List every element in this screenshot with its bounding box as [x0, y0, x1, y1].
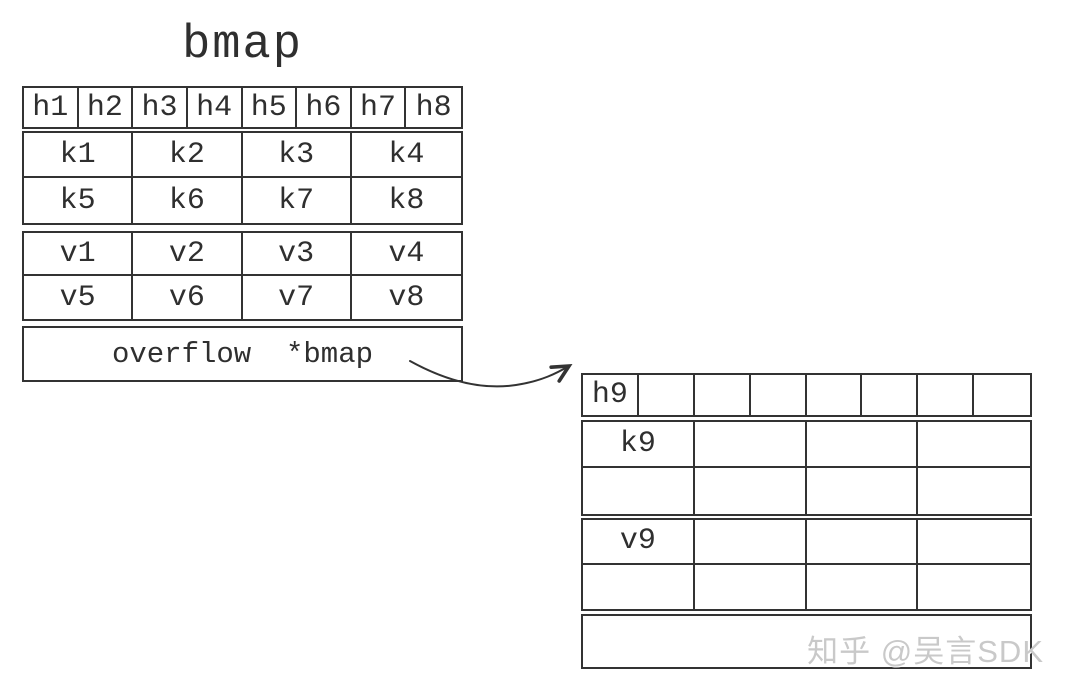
zhihu-watermark: 知乎 @吴言SDK: [807, 634, 1044, 669]
value-cell: [807, 564, 919, 609]
left-values-block: v1 v2 v3 v4 v5 v6 v7 v8: [22, 231, 463, 321]
key-cell: k6: [133, 178, 243, 223]
overflow-bucket-table: h9 k9 v9: [581, 373, 1032, 669]
value-cell: v3: [242, 233, 352, 276]
key-cell: k5: [24, 178, 134, 223]
left-tophash-row: h1 h2 h3 h4 h5 h6 h7 h8: [22, 86, 463, 129]
key-cell: [695, 468, 807, 514]
tophash-cell: h3: [133, 88, 188, 127]
left-bucket-table: h1 h2 h3 h4 h5 h6 h7 h8 k1 k2 k3 k4 k5 k…: [22, 86, 463, 382]
value-cell: v5: [24, 276, 134, 319]
tophash-cell: [807, 375, 863, 415]
value-cell: v1: [24, 233, 134, 276]
overflow-values-block: v9: [581, 518, 1032, 611]
tophash-cell: h7: [352, 88, 407, 127]
key-cell: [807, 468, 919, 514]
tophash-cell: [862, 375, 919, 415]
value-cell: v2: [133, 233, 243, 276]
key-cell: [694, 422, 807, 468]
value-cell: [918, 565, 1030, 610]
tophash-cell: [918, 375, 975, 415]
value-cell: [695, 564, 807, 609]
key-cell: k1: [24, 133, 134, 178]
key-cell: k8: [388, 183, 425, 218]
key-cell: [806, 422, 919, 468]
tophash-cell: h5: [243, 88, 298, 127]
value-cell: v6: [133, 276, 243, 319]
left-keys-block: k1 k2 k3 k4 k5 k6 k7 k8: [22, 131, 463, 225]
value-cell: [583, 564, 695, 609]
key-cell: k3: [242, 133, 352, 178]
value-cell: v8: [388, 280, 425, 315]
overflow-pointer-label: overflow *bmap: [111, 337, 374, 371]
key-cell: k2: [133, 133, 243, 178]
tophash-cell: [751, 375, 807, 415]
tophash-cell: h2: [79, 88, 134, 127]
tophash-cell: h8: [415, 90, 452, 125]
key-cell: k9: [583, 422, 695, 468]
tophash-cell: [639, 375, 695, 415]
overflow-overflow-row: [581, 614, 1032, 669]
value-cell: [918, 520, 1030, 565]
key-cell: k4: [351, 133, 461, 178]
tophash-cell: h9: [583, 375, 639, 415]
value-cell: [806, 520, 919, 565]
left-overflow-row: overflow *bmap: [22, 326, 463, 382]
value-cell: v7: [243, 276, 352, 319]
diagram-title: bmap: [182, 18, 303, 72]
tophash-cell: [974, 375, 1030, 415]
key-cell: k7: [243, 178, 352, 223]
overflow-keys-block: k9: [581, 420, 1032, 516]
value-cell: v4: [351, 233, 461, 276]
value-cell: [694, 520, 807, 565]
value-cell: v9: [583, 520, 695, 565]
key-cell: [583, 468, 695, 514]
tophash-cell: h6: [297, 88, 352, 127]
tophash-cell: h4: [188, 88, 243, 127]
tophash-cell: [695, 375, 751, 415]
tophash-cell: h1: [24, 88, 79, 127]
key-cell: [918, 468, 1030, 514]
key-cell: [918, 422, 1030, 468]
overflow-tophash-row: h9: [581, 373, 1032, 417]
